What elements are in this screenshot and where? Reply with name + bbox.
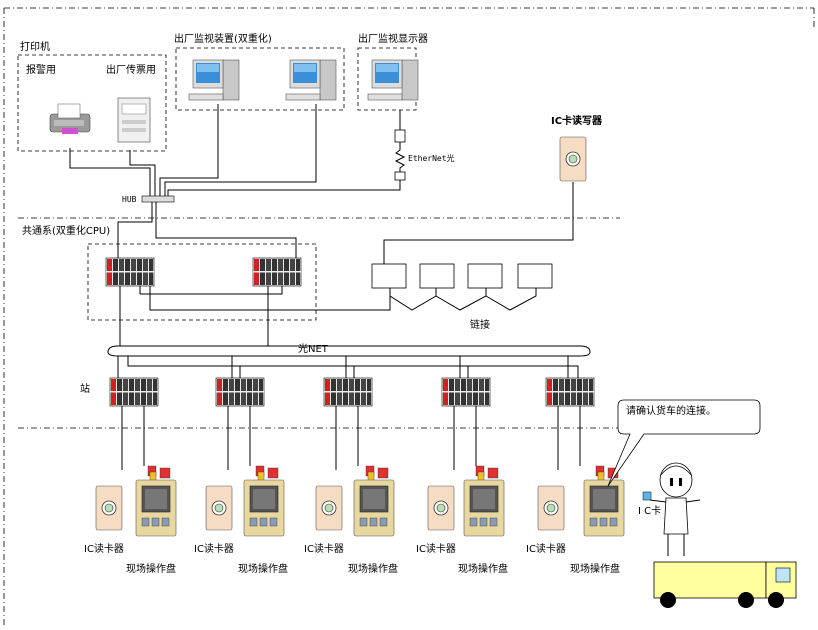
operation-panel-icon bbox=[463, 465, 505, 537]
monitor-display-group: 出厂监视显示器 bbox=[357, 32, 428, 111]
alarm-printer-icon bbox=[49, 103, 91, 134]
ic-reader-icon bbox=[315, 485, 343, 531]
monitor-pc-1 bbox=[188, 59, 240, 101]
common-cpu-label: 共通系(双重化CPU) bbox=[22, 224, 110, 237]
truck-icon bbox=[653, 561, 797, 608]
monitor-pc-2 bbox=[285, 59, 337, 101]
ic-writer-icon bbox=[559, 136, 587, 182]
optical-net-label: 光NET bbox=[298, 342, 329, 355]
operation-panel-label: 现场操作盘 bbox=[348, 562, 398, 575]
station-label: 站 bbox=[80, 382, 90, 395]
ic-reader-icon bbox=[537, 485, 565, 531]
top-network-lines bbox=[69, 104, 574, 264]
bubble-text: 请确认货车的连接。 bbox=[626, 404, 716, 417]
ic-reader-icon bbox=[95, 485, 123, 531]
printer-label: 打印机 bbox=[20, 40, 50, 53]
hub-icon bbox=[141, 195, 175, 203]
operation-panel-icon bbox=[583, 465, 625, 537]
field-unit-5: IC读卡器 现场操作盘 bbox=[526, 465, 625, 575]
ic-reader-label: IC读卡器 bbox=[194, 542, 234, 555]
field-unit-4: IC读卡器 现场操作盘 bbox=[416, 465, 508, 575]
ethernet-label: EtherNet光 bbox=[408, 153, 455, 163]
ic-reader-label: IC读卡器 bbox=[84, 542, 124, 555]
display-pc bbox=[367, 59, 419, 101]
ethernet-link: EtherNet光 bbox=[394, 110, 455, 181]
field-drops bbox=[121, 406, 581, 470]
operation-panel-icon bbox=[243, 465, 285, 537]
station-rack-1 bbox=[109, 377, 159, 407]
operation-panel-label: 现场操作盘 bbox=[458, 562, 508, 575]
ic-reader-label: IC读卡器 bbox=[304, 542, 344, 555]
ic-reader-icon bbox=[427, 485, 455, 531]
ic-card-label: I C卡 bbox=[638, 504, 661, 517]
hub-group: HUB bbox=[122, 195, 175, 204]
ic-reader-label: IC读卡器 bbox=[416, 542, 456, 555]
ic-card-icon bbox=[642, 491, 652, 501]
ic-writer-group: IC卡读写器 bbox=[551, 114, 603, 182]
monitor-display-label: 出厂监视显示器 bbox=[358, 32, 428, 45]
monitor-dual-group: 出厂监视装置(双重化) bbox=[174, 32, 345, 111]
link-label: 链接 bbox=[470, 318, 490, 331]
station-rack-3 bbox=[323, 377, 373, 407]
ticket-printer-icon bbox=[117, 97, 151, 143]
operation-panel-icon bbox=[135, 465, 177, 537]
hub-label: HUB bbox=[122, 195, 137, 204]
outer-border bbox=[3, 7, 815, 628]
printer-group: 打印机 报警用 出厂传票用 bbox=[17, 40, 167, 152]
link-modules: 链接 bbox=[371, 263, 553, 331]
monitor-dual-label: 出厂监视装置(双重化) bbox=[174, 32, 272, 45]
station-rack-4 bbox=[441, 377, 491, 407]
operation-panel-label: 现场操作盘 bbox=[238, 562, 288, 575]
operation-panel-label: 现场操作盘 bbox=[126, 562, 176, 575]
station-rack-2 bbox=[215, 377, 265, 407]
ic-writer-label: IC卡读写器 bbox=[551, 114, 603, 127]
alarm-printer-label: 报警用 bbox=[26, 63, 56, 76]
cpu-rack-2 bbox=[252, 257, 302, 287]
field-unit-3: IC读卡器 现场操作盘 bbox=[304, 465, 398, 575]
ticket-printer-label: 出厂传票用 bbox=[106, 63, 156, 76]
ic-reader-label: IC读卡器 bbox=[526, 542, 566, 555]
common-cpu-group: 共通系(双重化CPU) bbox=[22, 224, 391, 346]
cpu-rack-1 bbox=[105, 257, 155, 287]
field-unit-1: IC读卡器 现场操作盘 bbox=[84, 465, 177, 575]
speech-bubble: 请确认货车的连接。 bbox=[607, 399, 761, 487]
field-unit-2: IC读卡器 现场操作盘 bbox=[194, 465, 288, 575]
operation-panel-icon bbox=[353, 465, 395, 537]
operation-panel-label: 现场操作盘 bbox=[570, 562, 620, 575]
ic-reader-icon bbox=[205, 485, 233, 531]
worker-figure: I C卡 bbox=[638, 462, 701, 556]
optical-net-bus: 光NET bbox=[107, 342, 591, 378]
station-rack-5 bbox=[545, 377, 595, 407]
